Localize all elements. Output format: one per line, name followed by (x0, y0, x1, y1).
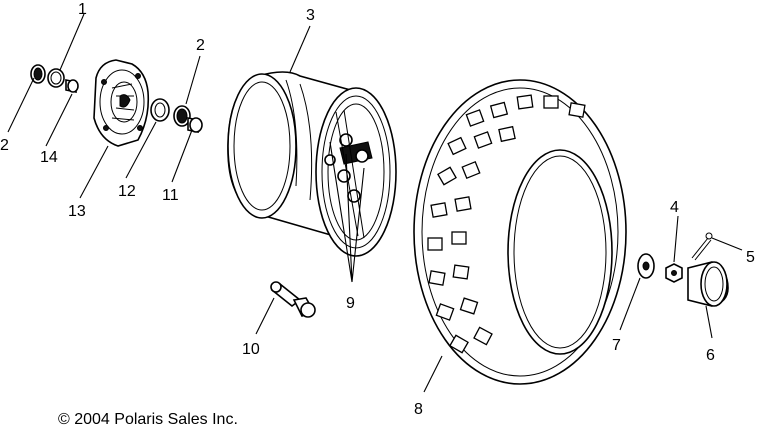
leader-lines (7, 13, 743, 393)
callout-13: 13 (68, 203, 86, 220)
wheel-hub (93, 59, 150, 147)
tire (413, 79, 627, 385)
washer (637, 253, 655, 279)
bearing-left (47, 68, 65, 88)
spacer-left (65, 79, 79, 93)
callout-6: 6 (706, 347, 715, 364)
callout-4: 4 (670, 199, 679, 216)
seal-right (173, 105, 191, 127)
callout-9: 9 (346, 295, 355, 312)
callout-2-right: 2 (196, 37, 205, 54)
tire-tread-blocks (427, 94, 586, 354)
callout-3: 3 (306, 7, 315, 24)
callout-1: 1 (78, 1, 87, 18)
nut (665, 263, 683, 283)
callout-14: 14 (40, 149, 58, 166)
wheel-rim (227, 71, 397, 257)
cotter-pin (691, 232, 713, 261)
seal-left (30, 64, 46, 84)
callout-2-left: 2 (0, 137, 9, 154)
callout-12: 12 (118, 183, 136, 200)
copyright-notice: © 2004 Polaris Sales Inc. (58, 411, 238, 425)
callout-labels: 1 2 14 13 12 11 2 3 9 10 8 7 4 5 6 (0, 1, 755, 418)
callout-5: 5 (746, 249, 755, 266)
callout-7: 7 (612, 337, 621, 354)
callout-10: 10 (242, 341, 260, 358)
spacer-right (187, 117, 203, 133)
valve-stem (270, 281, 316, 318)
hub-cap (687, 261, 729, 307)
callout-8: 8 (414, 401, 423, 418)
callout-11: 11 (162, 187, 179, 204)
bearing-right (150, 98, 170, 122)
